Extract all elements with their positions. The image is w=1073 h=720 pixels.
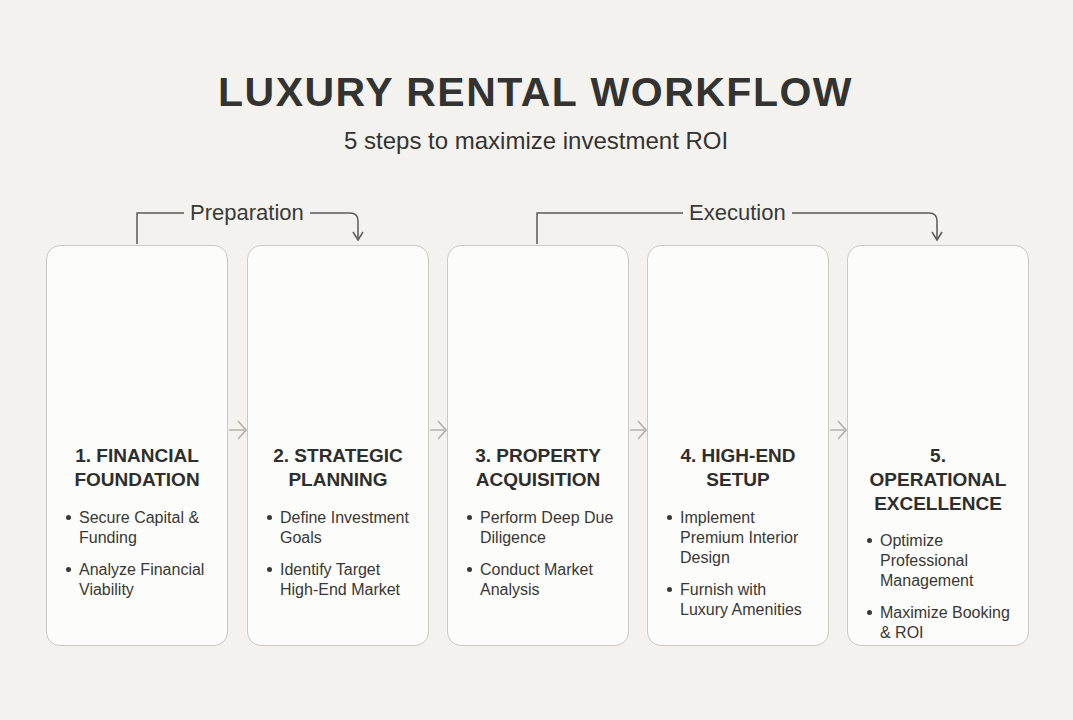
step-card: 2. STRATEGIC PLANNING Define Investment G… <box>247 245 429 646</box>
step-bullet: Define Investment Goals <box>260 508 416 548</box>
diagram-title: LUXURY RENTAL WORKFLOW <box>218 69 853 116</box>
step-card: 3. PROPERTY ACQUISITION Perform Deep Due … <box>447 245 629 646</box>
step-bullet: Optimize Professional Management <box>860 531 1016 591</box>
step-bullet: Furnish with Luxury Amenities <box>660 580 816 620</box>
flow-chevron <box>830 421 846 439</box>
step-bullet: Implement Premium Interior Design <box>660 508 816 568</box>
step-card: 1. FINANCIAL FOUNDATION Secure Capital & … <box>46 245 228 646</box>
step-bullet: Secure Capital & Funding <box>59 508 215 548</box>
step-heading: 5. OPERATIONAL EXCELLENCE <box>860 444 1016 515</box>
step-heading: 4. HIGH-END SETUP <box>660 444 816 492</box>
step-bullet: Maximize Booking & ROI <box>860 603 1016 643</box>
subtitle: 5 steps to maximize investment ROI <box>344 127 728 155</box>
flow-chevron <box>229 421 246 439</box>
step-bullet: Perform Deep Due Diligence <box>460 508 616 548</box>
step-heading: 2. STRATEGIC PLANNING <box>260 444 416 492</box>
step-heading: 1. FINANCIAL FOUNDATION <box>59 444 215 492</box>
step-bullet: Conduct Market Analysis <box>460 560 616 600</box>
step-bullet: Analyze Financial Viability <box>59 560 215 600</box>
phase-label: Preparation <box>184 200 310 226</box>
step-heading: 3. PROPERTY ACQUISITION <box>460 444 616 492</box>
flow-chevron <box>430 421 446 439</box>
step-card: 5. OPERATIONAL EXCELLENCE Optimize Profes… <box>847 245 1029 646</box>
phase-label: Execution <box>683 200 792 226</box>
step-card: 4. HIGH-END SETUP Implement Premium Inter… <box>647 245 829 646</box>
step-bullet: Identify Target High-End Market <box>260 560 416 600</box>
flow-chevron <box>630 421 646 439</box>
